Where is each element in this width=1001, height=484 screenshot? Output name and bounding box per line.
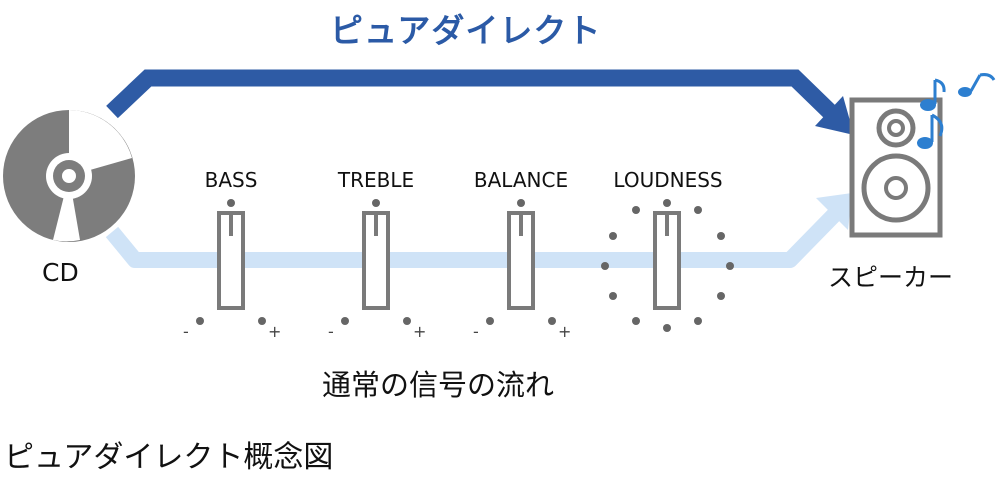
bass-plus: + bbox=[268, 322, 282, 341]
loudness-label: LOUDNESS bbox=[613, 168, 723, 192]
treble-control bbox=[341, 199, 411, 325]
bass-control bbox=[196, 199, 266, 325]
pure-direct-title: ピュアダイレクト bbox=[330, 11, 602, 50]
figure-caption: ピュアダイレクト概念図 bbox=[4, 440, 334, 475]
speaker-label: スピーカー bbox=[828, 263, 954, 292]
treble-label: TREBLE bbox=[337, 168, 415, 192]
bass-minus: - bbox=[183, 322, 189, 341]
normal-path-label: 通常の信号の流れ bbox=[322, 368, 555, 402]
speaker-icon bbox=[849, 97, 943, 238]
normal-signal-arrow bbox=[105, 193, 852, 268]
cd-label: CD bbox=[42, 258, 79, 287]
balance-plus: + bbox=[558, 322, 572, 341]
pure-direct-arrow bbox=[106, 69, 854, 135]
balance-label: BALANCE bbox=[473, 168, 569, 192]
balance-minus: - bbox=[473, 322, 479, 341]
bass-label: BASS bbox=[204, 168, 258, 192]
balance-control bbox=[486, 199, 556, 325]
treble-plus: + bbox=[413, 322, 427, 341]
treble-minus: - bbox=[328, 322, 334, 341]
music-note-icon bbox=[917, 73, 996, 149]
cd-icon bbox=[3, 110, 135, 242]
loudness-control bbox=[601, 199, 734, 332]
